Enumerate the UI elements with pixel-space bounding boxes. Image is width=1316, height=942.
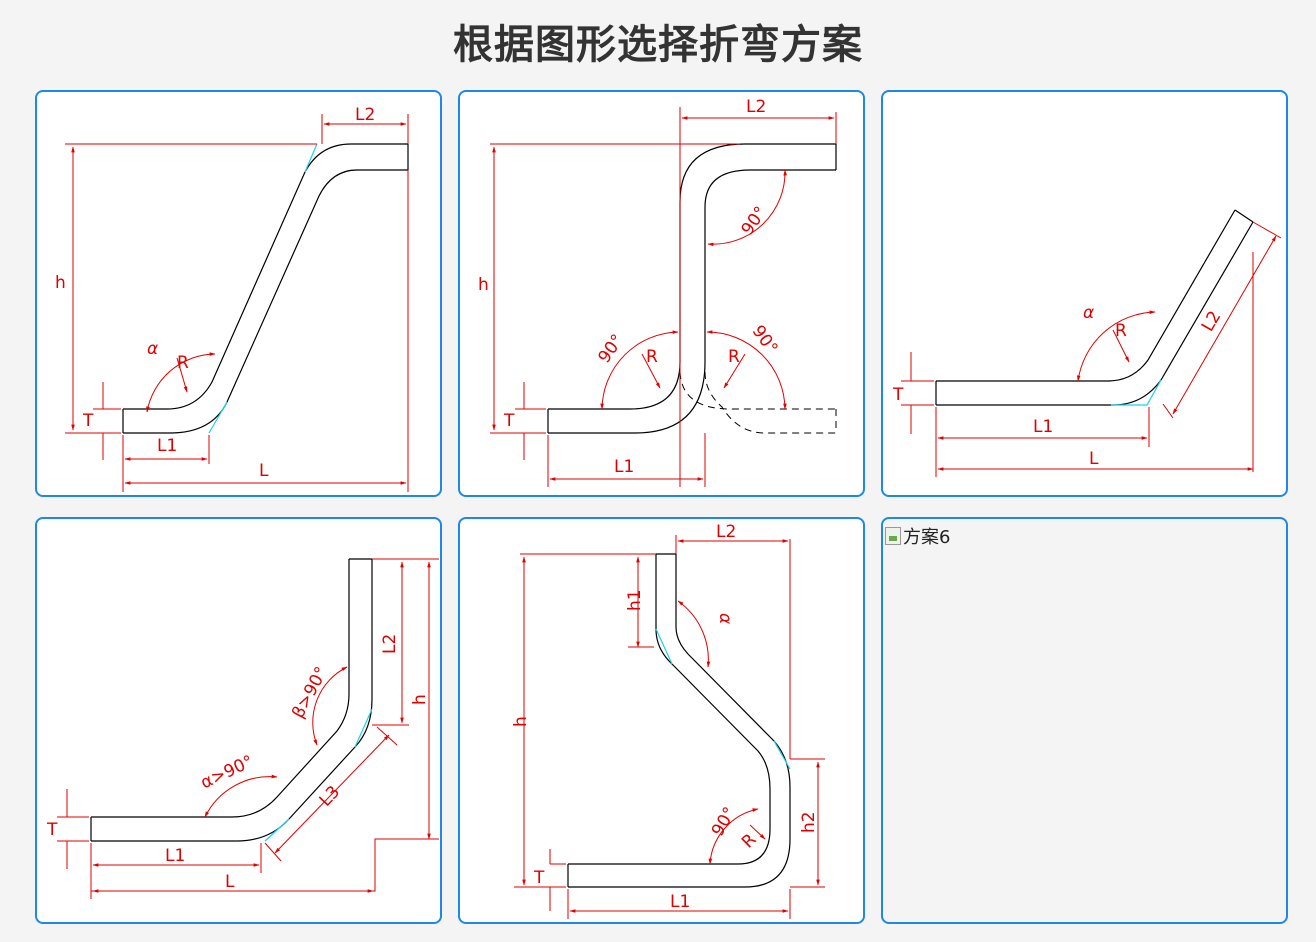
bend-scheme-6-card[interactable]: 方案6 xyxy=(881,517,1288,924)
image-alt-text: 方案6 xyxy=(903,527,951,548)
l1-label: L1 xyxy=(670,892,690,912)
l-label: L xyxy=(259,461,269,481)
angle-label: 90° xyxy=(708,804,740,840)
l2-label: L2 xyxy=(380,634,400,654)
r-label: R xyxy=(738,830,761,853)
angle-left-label: 90° xyxy=(594,331,628,367)
l2-label: L2 xyxy=(355,105,375,125)
h-label: h xyxy=(478,275,489,295)
tangent-lines xyxy=(208,143,318,434)
alpha-label: α xyxy=(1083,303,1094,323)
beta-label: β>90° xyxy=(288,664,332,722)
alpha-label: α xyxy=(147,339,158,359)
l2-label: L2 xyxy=(716,522,736,542)
h-label: h xyxy=(511,716,531,727)
bend-scheme-5-diagram: L2 h1 α h h2 90° R T L1 xyxy=(511,522,825,919)
angle-top-label: 90° xyxy=(738,203,772,239)
tangent-lines xyxy=(264,708,373,842)
t-label: T xyxy=(503,411,515,431)
tangent-lines xyxy=(655,628,791,770)
l1-label: L1 xyxy=(157,436,177,456)
angle-right-label: 90° xyxy=(748,322,782,358)
bend-scheme-1-card[interactable]: L2 h T α R L1 L xyxy=(35,90,442,497)
l-label: L xyxy=(225,872,235,892)
r-left-label: R xyxy=(646,347,658,367)
alpha-label: α xyxy=(715,613,735,624)
page-title: 根据图形选择折弯方案 xyxy=(453,22,863,68)
t-label: T xyxy=(46,820,58,840)
part-outline xyxy=(935,209,1254,406)
dimension-lines xyxy=(901,221,1282,477)
broken-image: 方案6 xyxy=(885,523,950,549)
t-label: T xyxy=(892,385,904,405)
broken-image-icon xyxy=(885,527,901,545)
dimension-lines xyxy=(65,114,409,492)
l-label: L xyxy=(1089,449,1099,469)
r-label: R xyxy=(177,353,189,373)
alpha-label: α>90° xyxy=(198,752,257,794)
dimension-lines xyxy=(514,535,825,919)
h2-label: h2 xyxy=(799,811,819,833)
t-label: T xyxy=(533,868,545,888)
l1-label: L1 xyxy=(165,846,185,866)
bend-scheme-3-card[interactable]: α R L2 T L1 L xyxy=(881,90,1288,497)
bend-scheme-2-diagram: L2 90° h 90° R R 90° T L1 xyxy=(478,97,837,487)
l2-label: L2 xyxy=(746,97,766,117)
bend-scheme-4-diagram: L2 h β>90° α>90° L3 T L1 L xyxy=(46,558,439,899)
bend-scheme-2-card[interactable]: L2 90° h 90° R R 90° T L1 xyxy=(458,90,865,497)
t-label: T xyxy=(82,411,94,431)
r-label: R xyxy=(1115,321,1127,341)
l1-label: L1 xyxy=(614,457,634,477)
l1-label: L1 xyxy=(1033,417,1053,437)
tangent-lines xyxy=(1111,379,1162,406)
h1-label: h1 xyxy=(625,589,645,611)
bend-scheme-1-diagram: L2 h T α R L1 L xyxy=(55,105,409,492)
r-right-label: R xyxy=(728,347,740,367)
dimension-lines xyxy=(57,558,439,899)
bend-scheme-3-diagram: α R L2 T L1 L xyxy=(892,209,1282,477)
dimension-lines xyxy=(490,107,837,487)
bend-scheme-5-card[interactable]: L2 h1 α h h2 90° R T L1 xyxy=(458,517,865,924)
part-outline xyxy=(567,553,791,888)
part-outline xyxy=(122,143,409,434)
part-outline xyxy=(547,143,837,434)
h-label: h xyxy=(410,694,430,705)
bend-scheme-4-card[interactable]: L2 h β>90° α>90° L3 T L1 L xyxy=(35,517,442,924)
h-label: h xyxy=(55,273,66,293)
